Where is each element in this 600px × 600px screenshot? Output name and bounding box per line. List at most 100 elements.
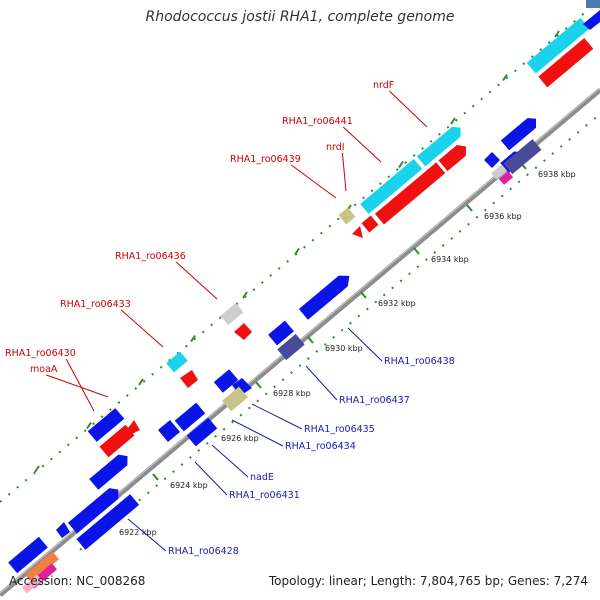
- gene-label[interactable]: RHA1_ro06438: [384, 356, 455, 367]
- gene-box[interactable]: [186, 417, 218, 447]
- gene-box[interactable]: [174, 402, 206, 432]
- label-leader: [251, 403, 303, 430]
- gene-box[interactable]: [24, 551, 60, 583]
- kbp-label: 6938 kbp: [538, 170, 576, 179]
- map-title: Rhodococcus jostii RHA1, complete genome: [145, 9, 455, 25]
- gene-box[interactable]: [277, 333, 305, 361]
- tick-mark: [138, 378, 144, 386]
- gene-arrow[interactable]: [128, 420, 140, 434]
- tick-mark: [255, 381, 262, 389]
- gene-arrow[interactable]: [484, 152, 500, 168]
- tick-mark: [502, 73, 508, 82]
- label-leader: [194, 461, 228, 496]
- gene-box[interactable]: [268, 320, 294, 346]
- kbp-label: 6930 kbp: [325, 344, 363, 353]
- gene-arrow[interactable]: [500, 114, 541, 151]
- tick-mark: [190, 334, 196, 343]
- label-leader: [231, 419, 284, 447]
- gene-box[interactable]: [526, 17, 590, 74]
- label-leader: [120, 309, 164, 348]
- label-leader: [211, 444, 249, 478]
- label-leader: [305, 365, 338, 401]
- gene-box[interactable]: [374, 162, 446, 225]
- topology-text: Topology: linear; Length: 7,804,765 bp; …: [268, 574, 588, 588]
- tick-mark: [413, 247, 420, 255]
- tick-mark: [554, 30, 560, 38]
- gene-box[interactable]: [76, 494, 140, 550]
- label-leaders: [46, 90, 428, 552]
- lower-dotted-axis: [79, 113, 600, 551]
- gene-label[interactable]: RHA1_ro06437: [339, 395, 410, 406]
- accession-text: Accession: NC_008268: [9, 574, 146, 588]
- gene-features: [8, 0, 600, 594]
- gene-arrow[interactable]: [158, 420, 180, 442]
- label-leader: [389, 90, 428, 128]
- gene-label[interactable]: moaA: [30, 364, 58, 375]
- gene-arrow[interactable]: [438, 141, 471, 172]
- gene-arrow[interactable]: [352, 226, 363, 238]
- kbp-label: 6926 kbp: [221, 434, 259, 443]
- gene-box[interactable]: [360, 158, 423, 214]
- kbp-label: 6922 kbp: [119, 528, 157, 537]
- gene-box[interactable]: [338, 207, 356, 225]
- kbp-label: 6924 kbp: [170, 481, 208, 490]
- kbp-label: 6934 kbp: [431, 255, 469, 264]
- gene-arrow[interactable]: [583, 10, 600, 30]
- label-leader: [347, 327, 383, 362]
- gene-arrow[interactable]: [56, 522, 70, 538]
- gene-label[interactable]: RHA1_ro06428: [168, 546, 239, 557]
- gene-arrow[interactable]: [180, 370, 198, 388]
- tick-mark: [152, 473, 159, 481]
- tick-mark: [242, 291, 248, 299]
- tick-mark: [466, 204, 473, 212]
- gene-label[interactable]: RHA1_ro06431: [229, 490, 300, 501]
- kbp-label: 6932 kbp: [378, 299, 416, 308]
- label-leader: [127, 518, 167, 552]
- gene-box[interactable]: [491, 164, 507, 180]
- gene-box[interactable]: [538, 38, 594, 88]
- gene-arrow[interactable]: [89, 451, 132, 490]
- gene-box[interactable]: [166, 351, 188, 373]
- gene-label[interactable]: RHA1_ro06433: [60, 299, 131, 310]
- tick-mark: [360, 291, 367, 299]
- label-leader: [341, 152, 347, 192]
- tick-mark: [34, 465, 40, 473]
- gene-box[interactable]: [99, 424, 135, 458]
- gene-box[interactable]: [220, 302, 244, 326]
- tick-mark: [86, 421, 92, 430]
- gene-box[interactable]: [503, 139, 542, 175]
- kbp-label: 6936 kbp: [484, 212, 522, 221]
- gene-label[interactable]: RHA1_ro06430: [5, 348, 76, 359]
- upper-dotted-axis: [0, 0, 600, 503]
- gene-box[interactable]: [213, 369, 239, 393]
- gene-box[interactable]: [361, 215, 379, 233]
- gene-label[interactable]: RHA1_ro06439: [230, 154, 301, 165]
- gene-arrow[interactable]: [416, 123, 465, 167]
- label-leader: [65, 358, 95, 412]
- gene-label[interactable]: RHA1_ro06434: [285, 441, 356, 452]
- gene-box[interactable]: [498, 171, 514, 185]
- gene-labels: nrdF RHA1_ro06441 nrdI RHA1_ro06439RHA1_ro0…: [5, 80, 455, 557]
- gene-label[interactable]: RHA1_ro06436: [115, 251, 186, 262]
- gene-label[interactable]: RHA1_ro06435: [304, 424, 375, 435]
- gene-box[interactable]: [87, 408, 125, 442]
- gene-arrow[interactable]: [234, 323, 252, 340]
- tick-mark: [294, 247, 300, 256]
- gene-arrow[interactable]: [67, 484, 123, 534]
- gene-arrow[interactable]: [298, 270, 354, 320]
- gene-label[interactable]: RHA1_ro06441: [282, 116, 353, 127]
- label-leader: [46, 374, 109, 398]
- gene-box[interactable]: [222, 386, 248, 412]
- tick-mark: [450, 117, 456, 125]
- gene-label[interactable]: nrdI: [326, 142, 345, 153]
- label-leader: [290, 164, 337, 199]
- gene-box[interactable]: [8, 536, 48, 574]
- gene-box[interactable]: [21, 574, 43, 594]
- gene-label[interactable]: nadE: [250, 472, 274, 483]
- tick-mark: [307, 336, 314, 344]
- gene-box[interactable]: [586, 0, 600, 8]
- tick-mark: [398, 160, 404, 169]
- gene-label[interactable]: nrdF: [373, 80, 394, 91]
